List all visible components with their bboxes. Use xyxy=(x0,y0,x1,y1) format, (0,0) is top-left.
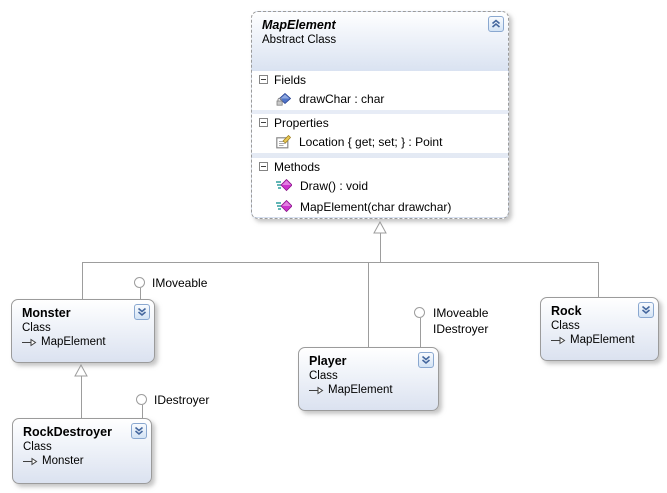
class-shape-rock[interactable]: Rock Class MapElement xyxy=(540,297,659,361)
class-title: Player xyxy=(309,354,347,368)
lollipop-stem xyxy=(142,405,143,418)
interface-lollipop-icon[interactable] xyxy=(134,277,145,288)
chevron-double-down-icon xyxy=(641,305,651,315)
property-icon xyxy=(276,135,291,149)
compartment-label: Properties xyxy=(274,115,329,130)
collapse-minus-icon xyxy=(259,162,268,171)
interface-lollipop-icon[interactable] xyxy=(414,307,425,318)
member-row[interactable]: Location { get; set; } : Point xyxy=(252,131,508,153)
interface-label: IDestroyer xyxy=(433,322,489,336)
method-icon xyxy=(276,179,292,192)
compartment-header-properties[interactable]: Properties xyxy=(252,114,508,131)
compartment-label: Methods xyxy=(274,159,321,174)
inherits-arrow-icon xyxy=(309,386,324,394)
compartment-label: Fields xyxy=(274,72,307,87)
compartment-header-fields[interactable]: Fields xyxy=(252,71,508,88)
class-shape-player[interactable]: Player Class MapElement xyxy=(298,347,439,411)
chevron-double-down-icon xyxy=(134,426,144,436)
lollipop-stem xyxy=(420,318,421,347)
inheritance-line-rockdestroyer xyxy=(81,376,82,418)
chevron-double-up-icon xyxy=(491,19,501,28)
member-label: drawChar : char xyxy=(299,92,385,106)
compartment-header-methods[interactable]: Methods xyxy=(252,158,508,175)
class-shape-rockdestroyer[interactable]: RockDestroyer Class Monster xyxy=(12,418,152,484)
base-class-label: MapElement xyxy=(41,336,106,348)
interface-label: IMoveable xyxy=(152,276,208,290)
class-kind: Abstract Class xyxy=(262,34,337,46)
class-kind: Class xyxy=(22,322,51,334)
class-kind: Class xyxy=(551,320,580,332)
class-title: RockDestroyer xyxy=(23,425,112,439)
interface-lollipop-icon[interactable] xyxy=(136,394,147,405)
member-row[interactable]: Draw() : void xyxy=(252,175,508,196)
collapse-button[interactable] xyxy=(488,16,504,32)
class-shape-monster[interactable]: Monster Class MapElement xyxy=(11,299,155,363)
member-label: MapElement(char drawchar) xyxy=(300,199,452,214)
expand-button[interactable] xyxy=(134,304,150,320)
member-row[interactable]: MapElement(char drawchar) xyxy=(252,196,508,217)
inherits-arrow-icon xyxy=(551,336,566,344)
inheritance-line xyxy=(82,262,599,263)
class-kind: Class xyxy=(23,441,52,453)
interface-label: IDestroyer xyxy=(154,393,210,407)
member-label: Location { get; set; } : Point xyxy=(299,135,443,149)
inheritance-line-monster xyxy=(82,263,83,299)
class-title: MapElement xyxy=(262,18,336,32)
lollipop-stem xyxy=(140,288,141,299)
interface-label: IMoveable xyxy=(433,306,489,320)
inheritance-line-player xyxy=(368,263,369,347)
inherits-arrow-icon xyxy=(23,457,38,465)
class-shape-mapelement[interactable]: MapElement Abstract Class Fields xyxy=(251,11,509,219)
member-row[interactable]: drawChar : char xyxy=(252,88,508,110)
inherits-arrow-icon xyxy=(22,338,37,346)
inheritance-line-rock xyxy=(598,263,599,297)
method-icon xyxy=(276,200,292,213)
base-class-label: MapElement xyxy=(570,334,635,346)
class-kind: Class xyxy=(309,370,338,382)
inheritance-line xyxy=(380,233,381,263)
class-title: Monster xyxy=(22,306,71,320)
member-label: Draw() : void xyxy=(300,178,369,193)
field-private-icon xyxy=(276,92,291,106)
collapse-minus-icon xyxy=(259,75,268,84)
expand-button[interactable] xyxy=(418,352,434,368)
class-title: Rock xyxy=(551,304,582,318)
base-class-label: Monster xyxy=(42,455,84,467)
base-class-label: MapElement xyxy=(328,384,393,396)
chevron-double-down-icon xyxy=(421,355,431,365)
collapse-minus-icon xyxy=(259,118,268,127)
chevron-double-down-icon xyxy=(137,307,147,317)
expand-button[interactable] xyxy=(638,302,654,318)
expand-button[interactable] xyxy=(131,423,147,439)
